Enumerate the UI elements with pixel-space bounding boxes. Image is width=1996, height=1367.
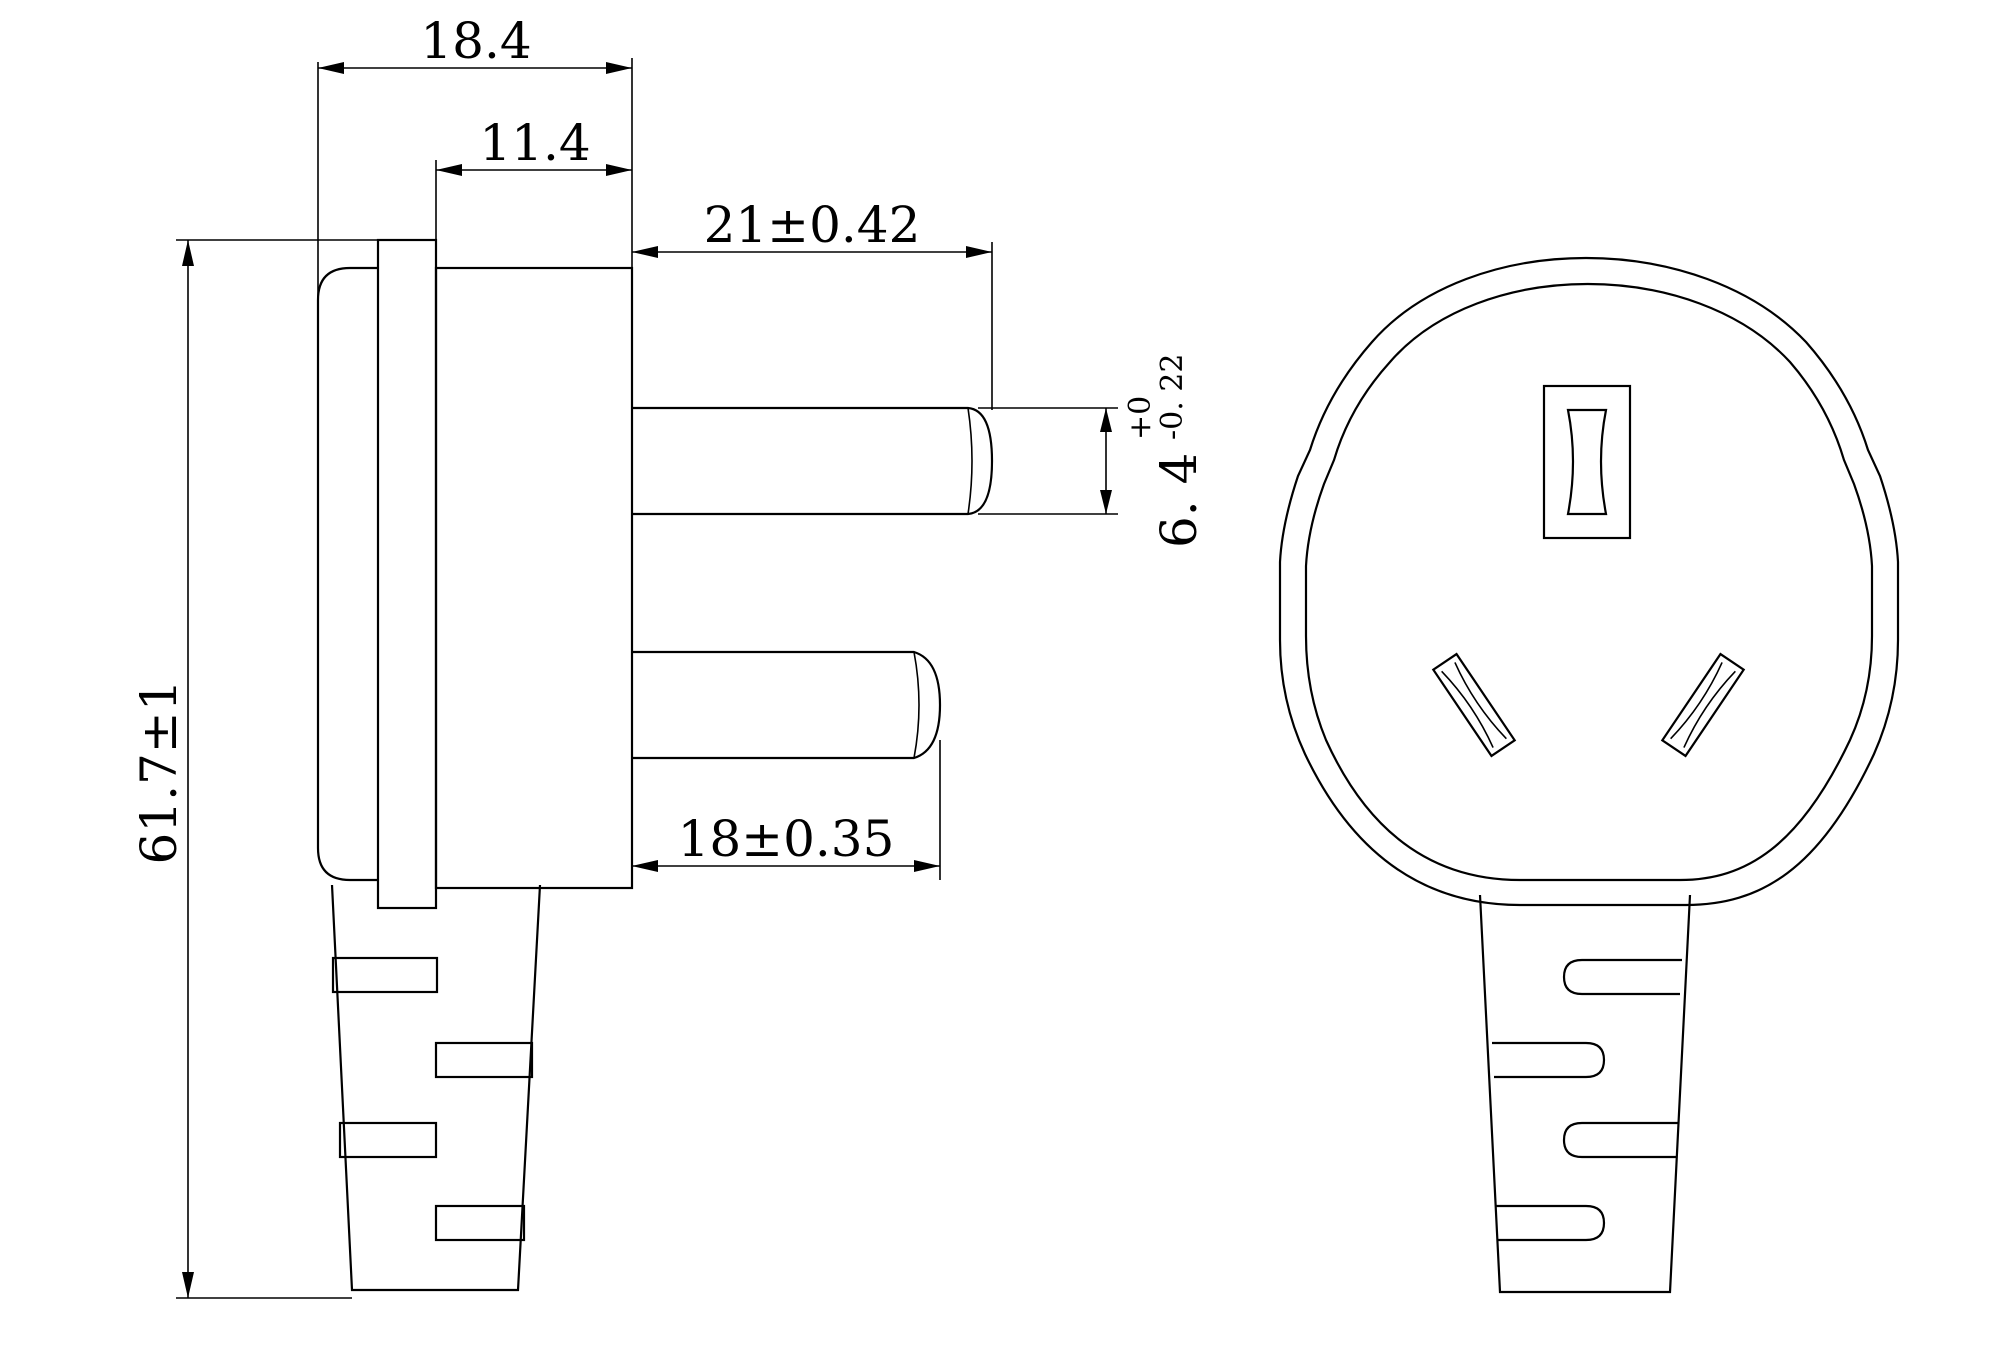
arrow-21-right <box>966 246 992 258</box>
side-lower-pin-tip-line <box>913 651 920 759</box>
front-earth-socket-inner <box>1566 408 1608 516</box>
dim-label-18-4: 18.4 <box>420 12 531 70</box>
arrow-61-7-bottom <box>182 1272 194 1298</box>
side-boot-slot-3 <box>338 1121 438 1159</box>
dim-label-18: 18±0.35 <box>678 810 895 868</box>
front-boot-rib-1 <box>1562 958 1682 996</box>
arrow-18-right <box>914 860 940 872</box>
front-boot-rib-2 <box>1492 1041 1606 1079</box>
side-body <box>434 266 634 890</box>
front-body-inner <box>1304 283 1874 882</box>
side-flange <box>376 238 438 910</box>
dim-label-6-4: 6. 4 <box>1150 453 1208 548</box>
side-boot-slot-1 <box>331 956 439 994</box>
dimension-lines: 18.4 11.4 21±0.42 18±0.35 61.7±1 6. 4 +0… <box>130 12 1208 1299</box>
side-boot-slot-4 <box>434 1204 526 1242</box>
dim-label-21: 21±0.42 <box>704 196 921 254</box>
front-body-outer <box>1278 256 1900 907</box>
front-boot-rib-3 <box>1562 1121 1678 1159</box>
front-cord-boot <box>1478 894 1692 1294</box>
front-right-socket <box>1660 652 1746 758</box>
arrow-18-4-right <box>606 62 632 74</box>
dim-label-6-4-upper-tol: +0 <box>1123 396 1158 440</box>
side-upper-pin <box>632 406 994 516</box>
dim-label-6-4-group: 6. 4 +0 -0. 22 <box>1123 354 1208 548</box>
front-left-socket <box>1431 652 1517 758</box>
side-upper-pin-tip-line <box>967 407 973 515</box>
side-rear-cap <box>316 266 378 882</box>
front-earth-socket-outer <box>1542 384 1632 540</box>
front-view <box>1278 256 1900 1294</box>
side-boot-slot-2 <box>434 1041 534 1079</box>
arrow-21-left <box>632 246 658 258</box>
side-cord-boot <box>330 884 542 1292</box>
side-view <box>316 238 994 1292</box>
dim-label-61-7: 61.7±1 <box>130 679 188 864</box>
arrow-6-4-top <box>1100 408 1112 432</box>
arrow-11-4-left <box>436 164 462 176</box>
arrow-6-4-bottom <box>1100 490 1112 514</box>
arrow-11-4-right <box>606 164 632 176</box>
arrow-18-4-left <box>318 62 344 74</box>
side-lower-pin <box>632 650 942 760</box>
dim-label-11-4: 11.4 <box>479 114 590 172</box>
arrow-18-left <box>632 860 658 872</box>
dim-label-6-4-lower-tol: -0. 22 <box>1155 354 1190 440</box>
front-boot-rib-4 <box>1496 1204 1606 1242</box>
arrow-61-7-top <box>182 240 194 266</box>
